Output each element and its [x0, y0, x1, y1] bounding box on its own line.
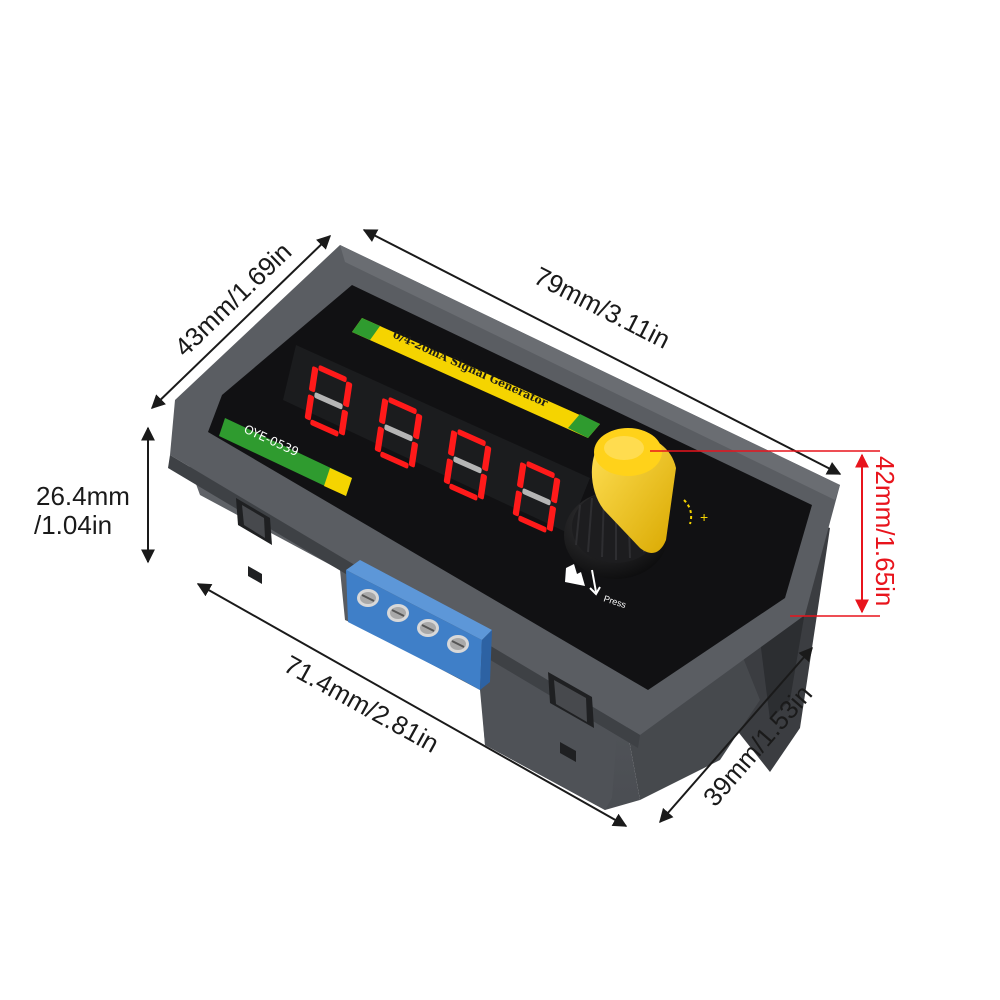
dimension-width-top: 79mm/3.11in — [529, 261, 675, 355]
terminal-screw — [417, 619, 439, 637]
dimension-height-left-in: /1.04in — [34, 510, 112, 540]
terminal-screw — [387, 604, 409, 622]
led-segment — [310, 419, 339, 437]
led-segment — [512, 490, 522, 517]
dimension-line-width-bottom — [196, 583, 628, 827]
dimension-line-width-top — [362, 229, 842, 475]
dimension-height-left-mm: 26.4mm — [36, 481, 130, 511]
mounting-clip-left — [236, 498, 272, 584]
dimension-line-depth-bottom — [659, 646, 813, 824]
led-segment — [551, 477, 561, 504]
led-segment — [546, 505, 556, 532]
dimension-panel-height: 42mm/1.65in — [870, 456, 900, 606]
terminal-screw — [357, 589, 379, 607]
led-segment — [338, 409, 348, 436]
led-segment — [518, 515, 547, 533]
led-segment — [449, 483, 478, 501]
knob-plus-sign: + — [700, 509, 708, 525]
led-segment — [477, 473, 487, 500]
terminal-screw — [447, 635, 469, 653]
signal-generator-device: 0/4-20mA Signal Generator OYE-0539 — [168, 245, 840, 810]
led-segment — [343, 381, 353, 408]
press-hand-icon — [565, 564, 585, 586]
led-segment — [522, 488, 551, 506]
dimension-line-depth-top — [150, 235, 332, 409]
dimension-width-bottom: 71.4mm/2.81in — [279, 649, 444, 759]
